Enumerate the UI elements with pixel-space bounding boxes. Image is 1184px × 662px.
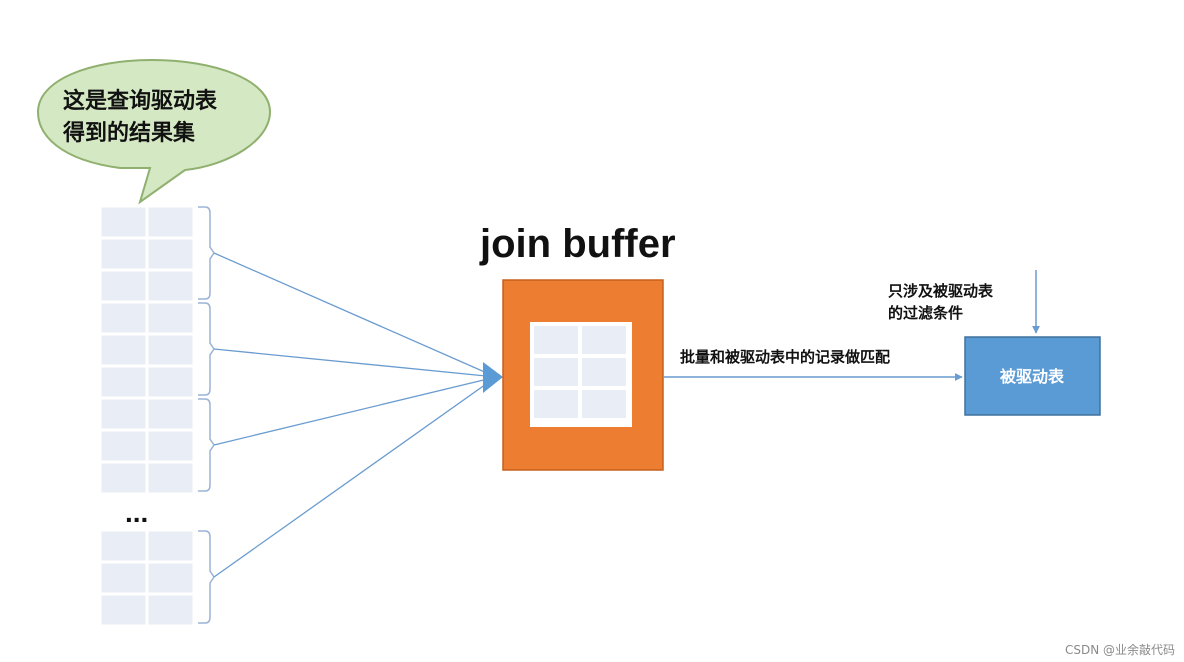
join-buffer-title: join buffer [479,222,676,266]
result-cell [100,238,147,270]
bubble-text-line1: 这是查询驱动表 [63,88,218,114]
bubble-shape [36,58,272,205]
buffer-cell [534,390,578,418]
buffer-arrowhead [483,362,503,393]
result-set-grid [100,206,194,626]
result-cell [147,530,194,562]
join-buffer-grid [534,326,626,418]
result-cell [100,366,147,398]
driven-table-label: 被驱动表 [1000,367,1065,386]
filter-label-line2: 的过滤条件 [888,304,963,322]
result-cell [100,206,147,238]
batch-brace [198,206,215,300]
batch-line [213,376,497,578]
batch-line [213,348,497,378]
result-set-bubble: 这是查询驱动表 得到的结果集 [36,58,272,205]
result-cell [100,530,147,562]
result-cell [147,462,194,494]
result-cell [100,462,147,494]
buffer-cell [582,326,626,354]
result-cell [147,562,194,594]
result-cell [100,398,147,430]
buffer-cell [534,358,578,386]
result-cell [147,334,194,366]
batch-brace [198,302,215,396]
result-cell [100,430,147,462]
driven-table-box: 被驱动表 [964,336,1101,416]
batch-brace [198,530,215,624]
join-buffer-box [502,279,664,471]
result-cell [100,302,147,334]
batch-to-buffer-lines [213,252,497,578]
buffer-cell [582,390,626,418]
result-cell [147,238,194,270]
batch-braces [198,206,215,624]
bubble-text-line2: 得到的结果集 [62,120,196,146]
result-cell [147,302,194,334]
batch-line [213,376,497,446]
csdn-watermark: CSDN @业余敲代码 [1065,642,1175,657]
result-cell [147,270,194,302]
driven-table-rect [964,336,1101,416]
result-cell [147,366,194,398]
buffer-cell [534,326,578,354]
result-cell [147,206,194,238]
result-cell [100,562,147,594]
batch-brace [198,398,215,492]
result-cell [147,430,194,462]
result-cell [100,594,147,626]
batch-line [213,252,497,378]
filter-label-line1: 只涉及被驱动表 [888,282,994,300]
result-cell [100,270,147,302]
buffer-cell [582,358,626,386]
result-cell [147,398,194,430]
match-label: 批量和被驱动表中的记录做匹配 [680,348,890,366]
rows-ellipsis: ... [125,497,148,528]
result-cell [147,594,194,626]
result-cell [100,334,147,366]
